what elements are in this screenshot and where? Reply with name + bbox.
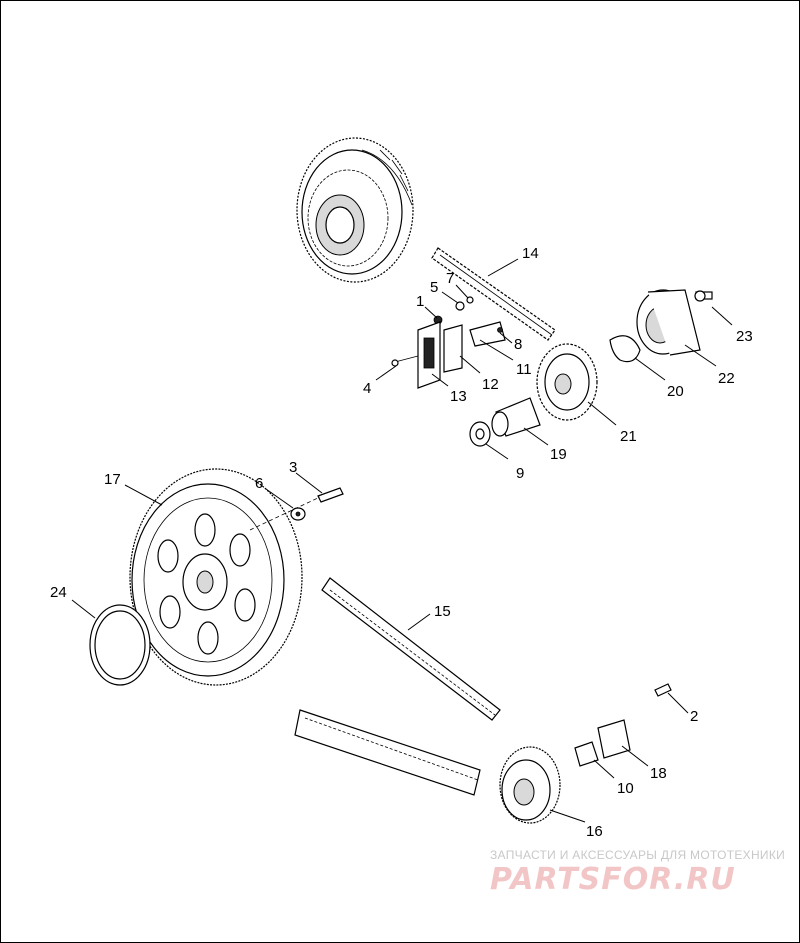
callout-2: 2 — [690, 708, 698, 725]
callout-12: 12 — [482, 376, 499, 393]
callout-24: 24 — [50, 584, 67, 601]
callout-1: 1 — [416, 293, 424, 310]
callout-labels: 1 2 3 4 5 6 7 8 9 10 11 12 13 14 15 16 1… — [50, 245, 753, 840]
engine-sprocket-group — [469, 289, 713, 447]
callout-23: 23 — [736, 328, 753, 345]
ring-part — [89, 604, 151, 686]
callout-7: 7 — [446, 270, 454, 287]
watermark-subtitle: ЗАПЧАСТИ И АКСЕССУАРЫ ДЛЯ МОТОТЕХНИКИ — [490, 848, 786, 862]
callout-16: 16 — [586, 823, 603, 840]
leader-lines — [71, 258, 733, 823]
callout-22: 22 — [718, 370, 735, 387]
callout-10: 10 — [617, 780, 634, 797]
callout-4: 4 — [363, 380, 371, 397]
watermark-logo: PARTSFOR.RU — [490, 862, 736, 897]
callout-17: 17 — [104, 471, 121, 488]
callout-11: 11 — [516, 361, 532, 378]
callout-9: 9 — [516, 465, 524, 482]
primary-chain — [431, 247, 556, 341]
callout-3: 3 — [289, 459, 297, 476]
callout-18: 18 — [650, 765, 667, 782]
callout-13: 13 — [450, 388, 467, 405]
rear-pulley-group — [129, 468, 344, 686]
transmission-pulley-group — [499, 683, 672, 824]
chain-adjuster-parts — [391, 296, 506, 389]
callout-14: 14 — [522, 245, 539, 262]
callout-8: 8 — [514, 336, 522, 353]
callout-5: 5 — [430, 279, 438, 296]
callout-6: 6 — [255, 475, 263, 492]
drive-belt — [294, 577, 501, 796]
callout-15: 15 — [434, 603, 451, 620]
callout-21: 21 — [620, 428, 637, 445]
callout-19: 19 — [550, 446, 567, 463]
clutch-assembly — [296, 137, 414, 283]
callout-20: 20 — [667, 383, 684, 400]
